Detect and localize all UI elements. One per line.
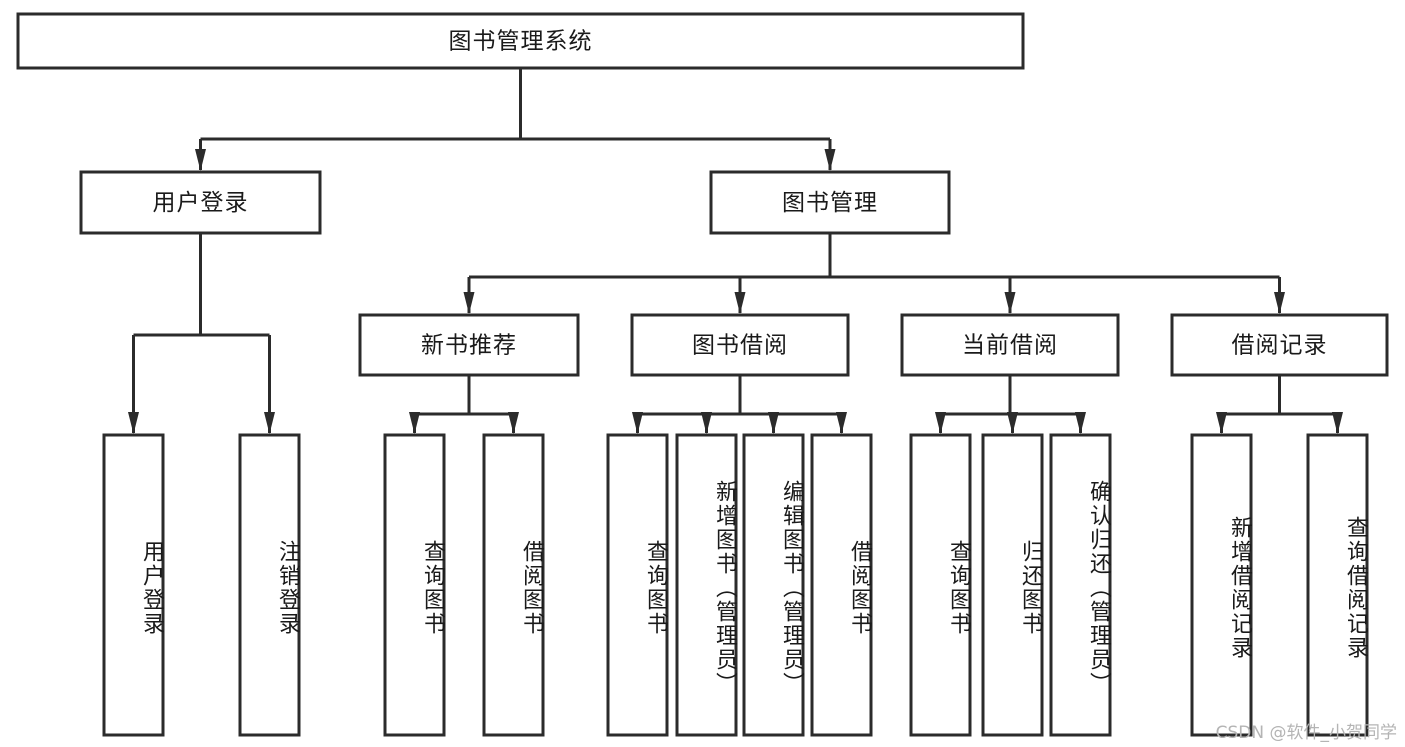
node-leaf-leaf-borrow-book[interactable] <box>810 433 873 737</box>
node-leaf-leaf-logout[interactable] <box>238 433 301 737</box>
node-leaf-leaf-edit-book-admin[interactable] <box>742 433 805 737</box>
arrowhead-icon <box>508 412 519 434</box>
arrowhead-icon <box>824 149 836 171</box>
node-label: 图书管理 <box>782 190 878 216</box>
arrowhead-icon <box>836 412 847 434</box>
node-leaf-leaf-query-book-current[interactable] <box>909 433 972 737</box>
node-label: 用户登录 <box>153 190 249 216</box>
arrowhead-icon <box>1332 412 1343 434</box>
node-leaf-leaf-add-borrow-record[interactable] <box>1190 433 1253 737</box>
arrowhead-icon <box>734 292 746 314</box>
arrowhead-icon <box>1004 292 1016 314</box>
arrowhead-icon <box>768 412 779 434</box>
node-label: 新书推荐 <box>421 333 517 359</box>
arrowhead-icon <box>128 412 139 434</box>
arrowhead-icon <box>1274 292 1285 314</box>
arrowhead-icon <box>701 412 712 434</box>
arrowhead-icon <box>409 412 420 434</box>
arrowhead-icon <box>632 412 643 434</box>
node-leaf-leaf-confirm-return-admin[interactable] <box>1049 433 1112 737</box>
node-user-login[interactable]: 用户登录 <box>79 170 322 235</box>
arrowhead-icon <box>1216 412 1227 434</box>
watermark-text: CSDN @软件_小贺同学 <box>1215 723 1397 743</box>
arrowhead-icon <box>264 412 275 434</box>
node-label: 图书借阅 <box>692 333 788 359</box>
node-borrow-record[interactable]: 借阅记录 <box>1170 313 1389 377</box>
node-current-borrow[interactable]: 当前借阅 <box>900 313 1120 377</box>
node-leaf-leaf-user-login[interactable] <box>102 433 165 737</box>
node-book-manage[interactable]: 图书管理 <box>709 170 951 235</box>
arrowhead-icon <box>195 149 206 171</box>
arrowhead-icon <box>1075 412 1086 434</box>
node-leaf-leaf-query-borrow-record[interactable] <box>1306 433 1369 737</box>
node-label: 当前借阅 <box>962 333 1058 359</box>
node-root-root[interactable]: 图书管理系统 <box>16 12 1025 70</box>
arrowhead-icon <box>1007 412 1018 434</box>
node-book-borrow[interactable]: 图书借阅 <box>630 313 850 377</box>
node-leaf-leaf-add-book-admin[interactable] <box>675 433 738 737</box>
connectors-layer <box>128 68 1343 434</box>
node-leaf-leaf-borrow-book-rec[interactable] <box>482 433 545 737</box>
node-new-book-recommend[interactable]: 新书推荐 <box>358 313 580 377</box>
node-label: 借阅记录 <box>1232 333 1328 359</box>
arrowhead-icon <box>935 412 946 434</box>
node-leaf-leaf-return-book[interactable] <box>981 433 1044 737</box>
node-leaf-leaf-query-book-rec[interactable] <box>383 433 446 737</box>
node-leaf-leaf-query-book-borrow[interactable] <box>606 433 669 737</box>
node-label: 图书管理系统 <box>449 29 593 55</box>
arrowhead-icon <box>463 292 475 314</box>
